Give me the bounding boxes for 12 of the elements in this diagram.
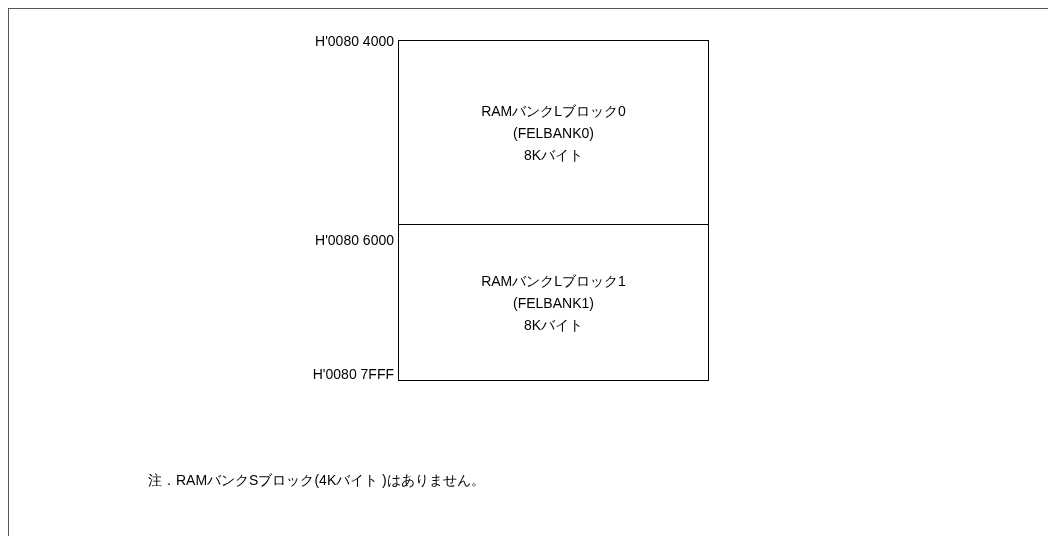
address-label: H'0080 7FFF (312, 366, 394, 382)
address-label: H'0080 4000 (315, 33, 394, 49)
block-label: (FELBANK0) (513, 123, 594, 143)
block-label: (FELBANK1) (513, 293, 594, 313)
block-label: RAMバンクLブロック0 (481, 101, 626, 121)
block-label: RAMバンクLブロック1 (481, 271, 626, 291)
block-label: 8Kバイト (523, 145, 584, 165)
block-label: 8Kバイト (523, 315, 584, 335)
memory-block (398, 40, 709, 225)
address-label: H'0080 6000 (315, 232, 394, 248)
footnote: 注．RAMバンクSブロック(4Kバイト )はありません。 (148, 472, 485, 490)
memory-block (398, 224, 709, 381)
